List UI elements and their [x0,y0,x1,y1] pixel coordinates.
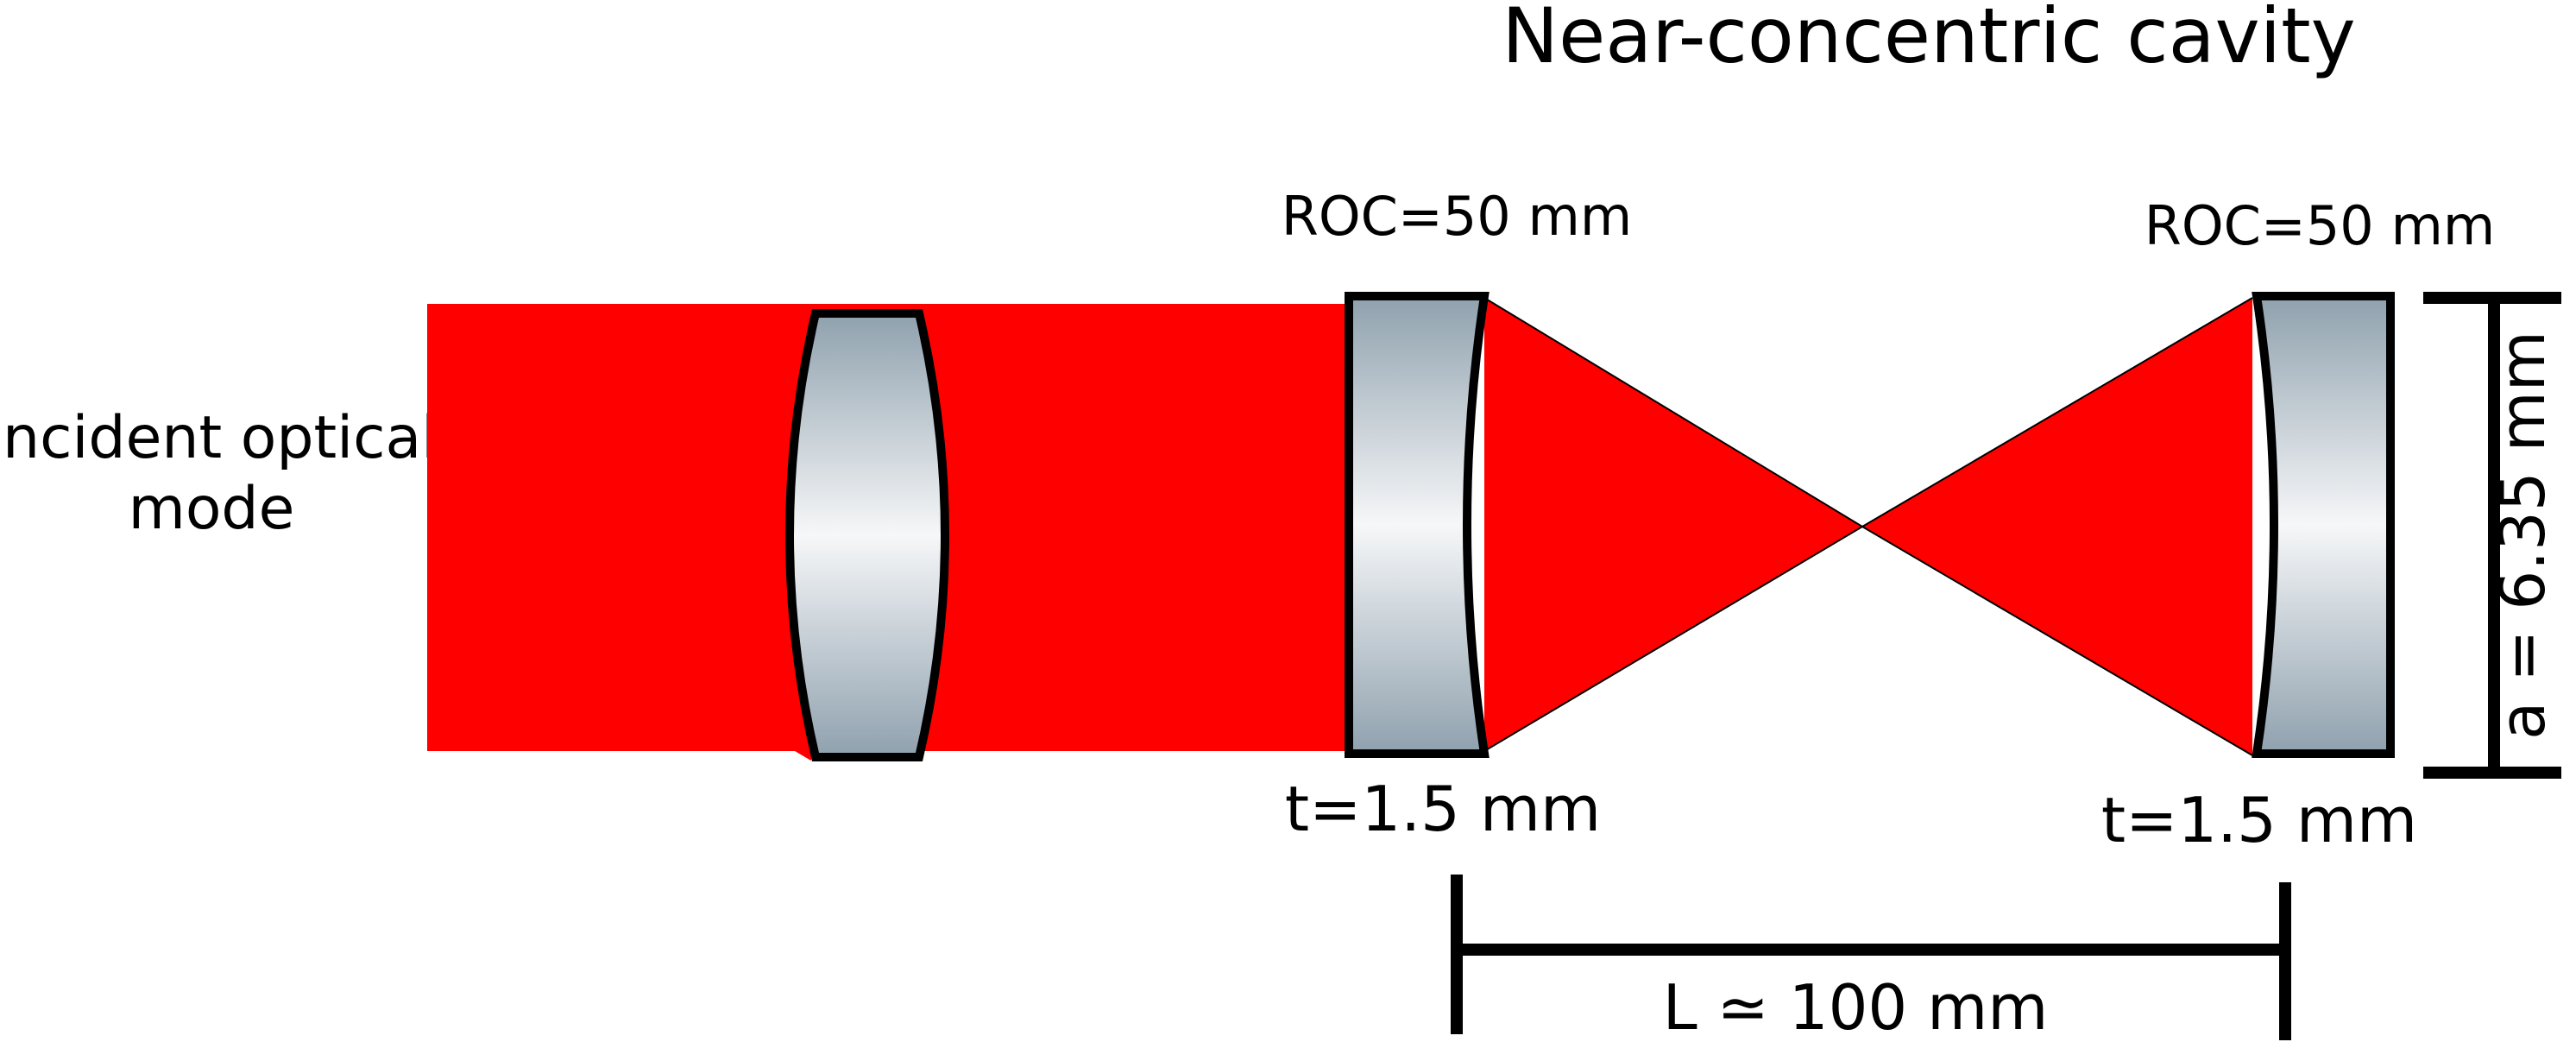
length-label: L ≃ 100 mm [1663,971,2049,1042]
right-mirror-thickness-label: t=1.5 mm [2101,784,2417,856]
left-mirror-roc-label: ROC=50 mm [1282,185,1633,248]
right-mirror-roc-label: ROC=50 mm [2145,194,2496,257]
diagram-title: Near-concentric cavity [1502,0,2355,80]
length-dimension [1451,875,2291,1040]
left-mirror-thickness-label: t=1.5 mm [1285,773,1601,845]
focusing-lens [785,309,949,761]
cavity-cone-left [1484,298,1862,751]
aperture-dimension [2423,292,2561,779]
collimated-beam-right [811,304,1374,751]
right-mirror [2252,292,2395,758]
incident-cone [431,306,811,760]
aperture-label: a = 6.35 mm [2486,331,2559,740]
incident-label-line1: Incident optical [0,404,438,472]
cavity-cone-right [1862,298,2252,755]
left-mirror [1345,292,1490,758]
incident-label-line2: mode [129,475,295,543]
